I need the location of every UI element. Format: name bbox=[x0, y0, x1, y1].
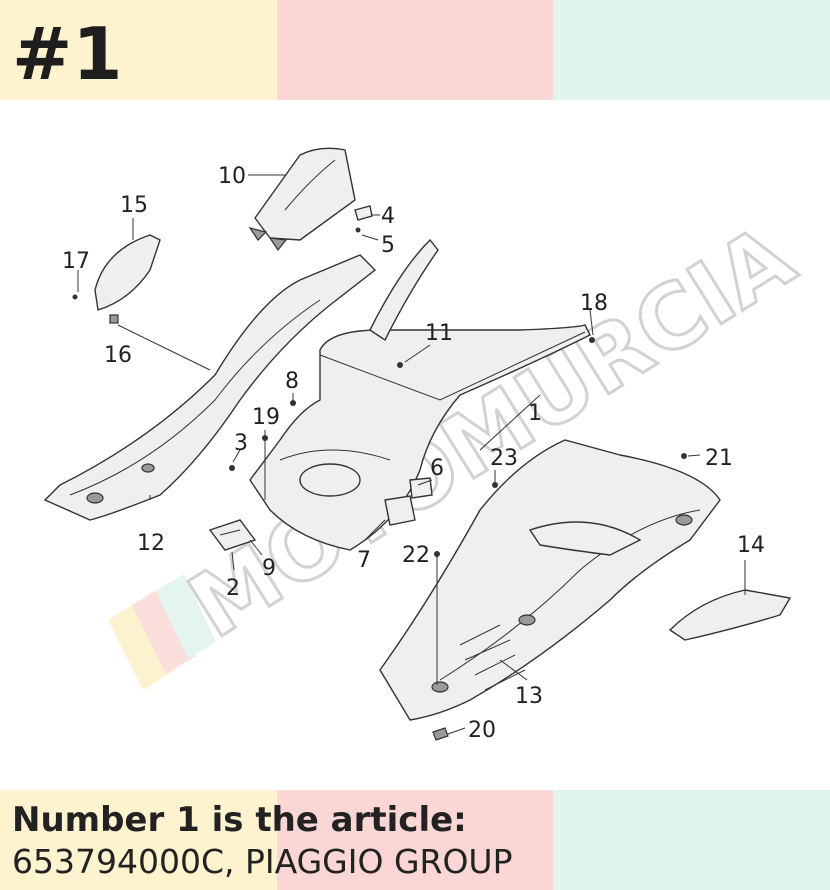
callout-5: 5 bbox=[381, 233, 395, 258]
caption-article-code: 653794000C, PIAGGIO GROUP bbox=[12, 842, 513, 881]
part-1-arm bbox=[369, 238, 439, 342]
part-7-bracket bbox=[384, 477, 433, 526]
callout-19: 19 bbox=[252, 405, 280, 430]
band-yellow bbox=[0, 0, 277, 100]
part-15-panel bbox=[72, 234, 161, 324]
part-13-floorboard bbox=[379, 439, 721, 721]
callout-3: 3 bbox=[234, 431, 248, 456]
callout-11: 11 bbox=[425, 321, 453, 346]
callout-8: 8 bbox=[285, 369, 299, 394]
caption-heading: Number 1 is the article: bbox=[12, 800, 467, 840]
callout-6: 6 bbox=[430, 456, 444, 481]
callout-10: 10 bbox=[218, 164, 246, 189]
article-number-title: #1 bbox=[12, 12, 123, 96]
callout-15: 15 bbox=[120, 193, 148, 218]
callout-13: 13 bbox=[515, 684, 543, 709]
band-mint bbox=[553, 0, 830, 100]
callout-12: 12 bbox=[137, 531, 165, 556]
callout-labels: 10 4 5 15 17 16 18 11 8 19 1 3 23 21 6 1… bbox=[62, 164, 765, 743]
callout-17: 17 bbox=[62, 249, 90, 274]
callout-4: 4 bbox=[381, 204, 395, 229]
band-pink bbox=[277, 0, 553, 100]
caption-color-band bbox=[0, 790, 830, 890]
callout-1: 1 bbox=[528, 401, 542, 426]
part-14-cover bbox=[668, 589, 792, 641]
header-color-band bbox=[0, 0, 830, 100]
leader-lines bbox=[77, 174, 746, 735]
part-2-bracket bbox=[208, 519, 257, 551]
part-10-cover bbox=[248, 147, 356, 252]
part-12-left-trim bbox=[43, 254, 377, 521]
callout-2: 2 bbox=[226, 576, 240, 601]
callout-21: 21 bbox=[705, 446, 733, 471]
callout-20: 20 bbox=[468, 718, 496, 743]
callout-16: 16 bbox=[104, 343, 132, 368]
caption-band-mint bbox=[553, 790, 830, 890]
caption-band-yellow bbox=[0, 790, 277, 890]
part-20-clip bbox=[432, 727, 449, 741]
part-1-center-body bbox=[249, 324, 591, 551]
part-4-clip bbox=[354, 205, 373, 233]
callout-7: 7 bbox=[357, 548, 371, 573]
callout-9: 9 bbox=[262, 556, 276, 581]
exploded-parts-diagram: MOTOMURCIA bbox=[43, 147, 812, 743]
watermark-logo bbox=[108, 574, 216, 690]
caption-band-pink bbox=[277, 790, 553, 890]
callout-23: 23 bbox=[490, 446, 518, 471]
callout-18: 18 bbox=[580, 291, 608, 316]
callout-14: 14 bbox=[737, 533, 765, 558]
callout-22: 22 bbox=[402, 543, 430, 568]
